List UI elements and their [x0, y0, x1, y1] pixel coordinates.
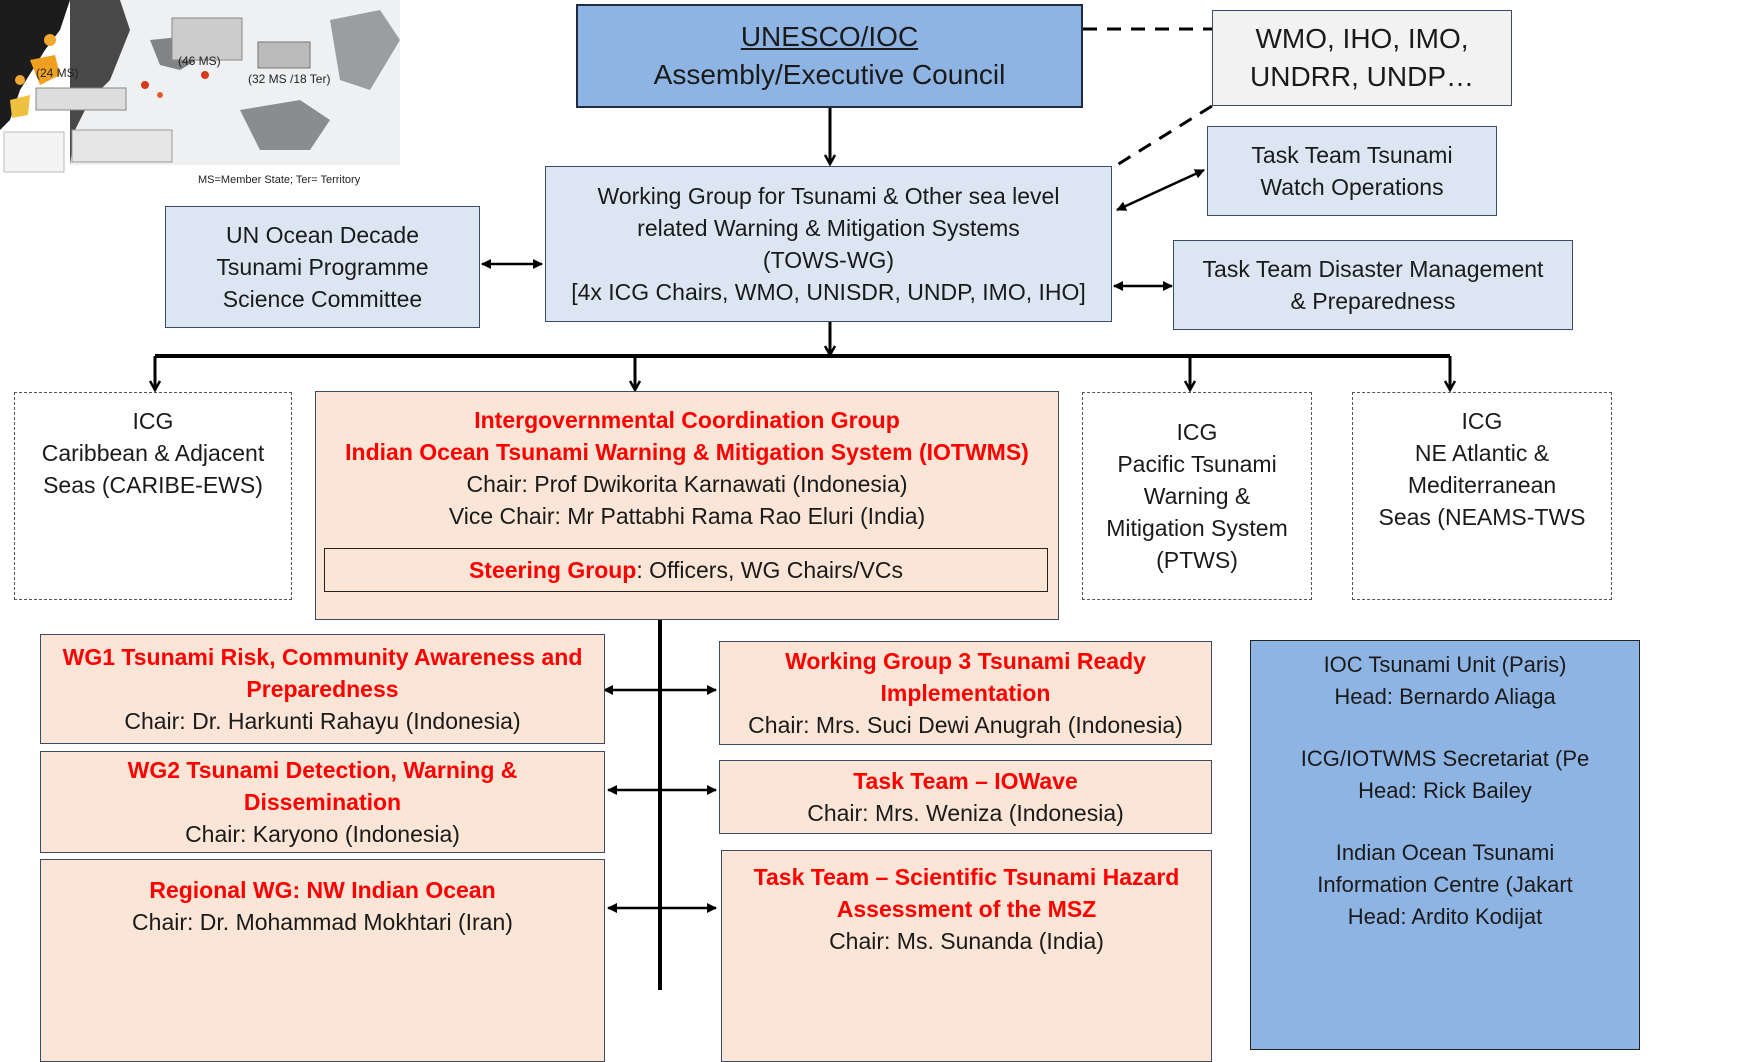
iotwms-secretariat-head: Head: Rick Bailey — [1358, 778, 1532, 803]
iotic-line1: Indian Ocean Tsunami — [1335, 840, 1555, 865]
world-map-image — [0, 0, 444, 200]
steering-group-box: Steering Group: Officers, WG Chairs/VCs — [324, 548, 1048, 592]
tows-line1: Working Group for Tsunami & Other sea le… — [597, 183, 1060, 209]
steering-group-members: : Officers, WG Chairs/VCs — [636, 557, 904, 583]
icg-neams-line1: ICG — [1461, 408, 1503, 434]
partners-box: WMO, IHO, IMO, UNDRR, UNDP… — [1212, 10, 1512, 106]
iotwms-chair: Chair: Prof Dwikorita Karnawati (Indones… — [466, 471, 908, 497]
tt-watch-line2: Watch Operations — [1260, 174, 1444, 200]
icg-ptws-line2: Pacific Tsunami — [1117, 451, 1277, 477]
rwg-line1: Regional WG: NW Indian Ocean — [149, 877, 496, 903]
wg3-line2: Implementation — [880, 680, 1051, 706]
un-ocean-decade-box: UN Ocean Decade Tsunami Programme Scienc… — [165, 206, 480, 328]
icg-neams-line2: NE Atlantic & — [1414, 440, 1550, 466]
partners-line2: UNDRR, UNDP… — [1250, 61, 1474, 92]
icg-caribe-line1: ICG — [132, 408, 174, 434]
tows-line3: (TOWS-WG) — [762, 247, 895, 273]
iotwms-line2: Indian Ocean Tsunami Warning & Mitigatio… — [345, 439, 1029, 465]
tows-line2: related Warning & Mitigation Systems — [637, 215, 1020, 241]
iotic-line2: Information Centre (Jakart — [1317, 872, 1573, 897]
iotwms-vice-chair: Vice Chair: Mr Pattabhi Rama Rao Eluri (… — [448, 503, 926, 529]
tt-iowave-chair: Chair: Mrs. Weniza (Indonesia) — [807, 800, 1124, 826]
iotwms-line1: Intergovernmental Coordination Group — [474, 407, 900, 433]
icg-ptws-line1: ICG — [1176, 419, 1218, 445]
task-team-disaster-box: Task Team Disaster Management & Prepared… — [1173, 240, 1573, 330]
task-team-watch-box: Task Team Tsunami Watch Operations — [1207, 126, 1497, 216]
unesco-ioc-title: UNESCO/IOC — [740, 21, 919, 52]
map-caption: MS=Member State; Ter= Territory — [198, 174, 361, 186]
tt-msz-line2: Assessment of the MSZ — [836, 896, 1097, 922]
un-ocean-line3: Science Committee — [222, 286, 423, 312]
icg-caribe-line2: Caribbean & Adjacent — [41, 440, 265, 466]
wg1-line1: WG1 Tsunami Risk, Community Awareness an… — [62, 644, 583, 670]
ioc-tsunami-unit: IOC Tsunami Unit (Paris) — [1323, 652, 1567, 677]
tt-disaster-line2: & Preparedness — [1290, 288, 1456, 314]
icg-neams-box: ICG NE Atlantic & Mediterranean Seas (NE… — [1352, 392, 1612, 600]
wg1-chair: Chair: Dr. Harkunti Rahayu (Indonesia) — [124, 708, 521, 734]
icg-neams-line3: Mediterranean — [1407, 472, 1557, 498]
regional-wg-box: Regional WG: NW Indian Ocean Chair: Dr. … — [40, 859, 605, 1062]
wg3-chair: Chair: Mrs. Suci Dewi Anugrah (Indonesia… — [748, 712, 1183, 738]
secretariat-box: IOC Tsunami Unit (Paris) Head: Bernardo … — [1250, 640, 1640, 1050]
wg2-box: WG2 Tsunami Detection, Warning & Dissemi… — [40, 751, 605, 853]
map-label-iotwms: (46 MS) — [178, 54, 221, 68]
wg3-line1: Working Group 3 Tsunami Ready — [785, 648, 1146, 674]
iotwms-secretariat: ICG/IOTWMS Secretariat (Pe — [1300, 746, 1590, 771]
map-label-ptws: (32 MS /18 Ter) — [248, 72, 331, 86]
tt-msz-chair: Chair: Ms. Sunanda (India) — [829, 928, 1104, 954]
rwg-chair: Chair: Dr. Mohammad Mokhtari (Iran) — [132, 909, 513, 935]
un-ocean-line2: Tsunami Programme — [216, 254, 429, 280]
world-map-thumbnail: (24 MS) (46 MS) (32 MS /18 Ter) MS=Membe… — [0, 0, 444, 200]
icg-caribe-line3: Seas (CARIBE-EWS) — [43, 472, 263, 498]
wg1-line2: Preparedness — [246, 676, 399, 702]
wg3-box: Working Group 3 Tsunami Ready Implementa… — [719, 641, 1212, 745]
tows-line4: [4x ICG Chairs, WMO, UNISDR, UNDP, IMO, … — [571, 279, 1086, 305]
assembly-executive-council: Assembly/Executive Council — [653, 59, 1006, 90]
wg1-box: WG1 Tsunami Risk, Community Awareness an… — [40, 634, 605, 744]
map-label-caribe: (24 MS) — [36, 66, 79, 80]
tt-iowave-line1: Task Team – IOWave — [853, 768, 1078, 794]
unesco-ioc-box: UNESCO/IOC Assembly/Executive Council — [576, 4, 1083, 108]
wg2-line1: WG2 Tsunami Detection, Warning & — [127, 757, 518, 783]
tt-watch-line1: Task Team Tsunami — [1251, 142, 1453, 168]
icg-ptws-line4: Mitigation System — [1106, 515, 1288, 541]
wg2-line2: Dissemination — [243, 789, 402, 815]
icg-ptws-box: ICG Pacific Tsunami Warning & Mitigation… — [1082, 392, 1312, 600]
un-ocean-line1: UN Ocean Decade — [225, 222, 420, 248]
tows-wg-box: Working Group for Tsunami & Other sea le… — [545, 166, 1112, 322]
ioc-tsunami-unit-head: Head: Bernardo Aliaga — [1334, 684, 1556, 709]
icg-neams-line4: Seas (NEAMS-TWS — [1378, 504, 1586, 530]
icg-caribe-box: ICG Caribbean & Adjacent Seas (CARIBE-EW… — [14, 392, 292, 600]
tt-disaster-line1: Task Team Disaster Management — [1202, 256, 1544, 282]
tt-iowave-box: Task Team – IOWave Chair: Mrs. Weniza (I… — [719, 760, 1212, 834]
partners-line1: WMO, IHO, IMO, — [1255, 23, 1469, 54]
icg-ptws-line3: Warning & — [1143, 483, 1251, 509]
wg2-chair: Chair: Karyono (Indonesia) — [185, 821, 460, 847]
tt-msz-box: Task Team – Scientific Tsunami Hazard As… — [721, 850, 1212, 1062]
icg-ptws-line5: (PTWS) — [1156, 547, 1238, 573]
steering-group-label: Steering Group — [468, 557, 637, 583]
iotic-head: Head: Ardito Kodijat — [1347, 904, 1543, 929]
tt-msz-line1: Task Team – Scientific Tsunami Hazard — [753, 864, 1180, 890]
